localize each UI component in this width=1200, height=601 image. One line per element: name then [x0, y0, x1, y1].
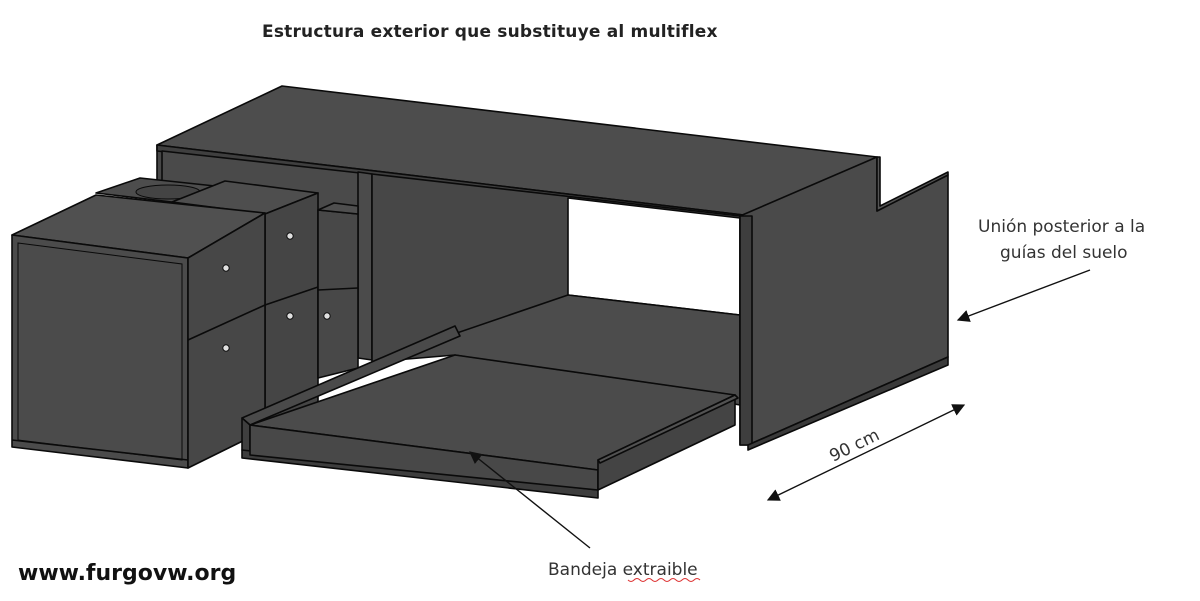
rear-joint-label-line2: guías del suelo: [1000, 243, 1128, 263]
tray-arrow: [469, 451, 591, 549]
drawer-knob: [323, 312, 331, 320]
drawer-knob: [222, 344, 230, 352]
drawer-knob: [286, 312, 294, 320]
drawer-left-face: [11, 234, 189, 469]
drawer-knob: [286, 232, 294, 240]
central-divider: [357, 171, 373, 361]
dimension-arrow: [766, 404, 966, 501]
dimension-label: 90 cm: [826, 425, 882, 466]
pullout-tray: [241, 325, 739, 499]
main-structure: [156, 85, 949, 451]
diagram-title: Estructura exterior que substituye al mu…: [262, 22, 718, 42]
rear-joint-arrow: [956, 269, 1091, 322]
tray-label: Bandeja extraible: [548, 560, 698, 580]
rear-joint-label-line1: Unión posterior a la: [978, 217, 1145, 237]
spellcheck-underline: [627, 578, 701, 582]
tray-annotation: Bandeja extraible: [469, 451, 701, 582]
watermark: www.furgovw.org: [18, 561, 236, 586]
rear-joint-annotation: Unión posterior a la guías del suelo: [956, 217, 1145, 322]
drawer-module: [11, 177, 359, 469]
drawer-knob: [222, 264, 230, 272]
